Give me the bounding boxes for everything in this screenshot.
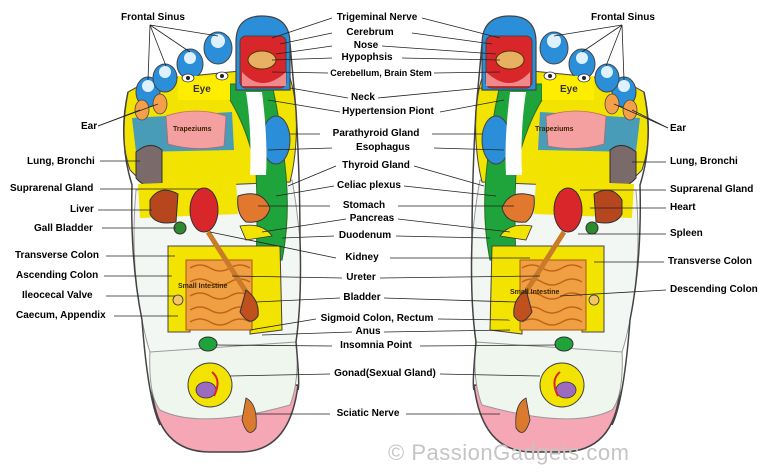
label-frontal-sinus-left: Frontal Sinus [121,12,185,23]
label-liver: Liver [70,204,94,215]
label-kidney: Kidney [345,252,379,263]
label-nose: Nose [353,40,379,51]
label-bladder: Bladder [343,292,381,303]
inner-label-small-intestine-right: Small Intestine [510,289,560,296]
label-lung-bronchi-left: Lung, Bronchi [27,156,95,167]
label-cerebellum-brain-stem: Cerebellum, Brain Stem [330,68,432,78]
leader-lines [97,17,669,415]
label-caecum-appendix: Caecum, Appendix [16,310,106,321]
label-sigmoid-colon-rectum: Sigmoid Colon, Rectum [320,313,434,324]
label-lung-bronchi-right: Lung, Bronchi [670,156,738,167]
label-descending-colon: Descending Colon [670,284,758,295]
label-suprarenal-gland-left: Suprarenal Gland [10,183,94,194]
inner-label-trapeziums-right: Trapeziums [535,126,574,133]
label-suprarenal-gland-right: Suprarenal Gland [670,184,754,195]
label-heart: Heart [670,202,696,213]
label-stomach: Stomach [342,200,386,211]
label-hypertension-point: Hypertension Piont [342,106,434,117]
label-gonad: Gonad(Sexual Gland) [334,368,436,379]
inner-label-small-intestine-left: Small Intestine [178,283,228,290]
label-frontal-sinus-right: Frontal Sinus [591,12,655,23]
label-transverse-colon-left: Transverse Colon [15,250,99,261]
label-celiac-plexus: Celiac plexus [337,180,401,191]
label-thyroid-gland: Thyroid Gland [342,160,410,171]
label-anus: Anus [355,326,381,337]
label-gall-bladder: Gall Bladder [34,223,93,234]
label-ascending-colon: Ascending Colon [16,270,99,281]
inner-label-eye-right: Eye [560,84,578,95]
label-cerebrum: Cerebrum [346,27,394,38]
inner-label-trapeziums-left: Trapeziums [173,126,212,133]
label-ileocecal-valve: Ileocecal Valve [22,290,93,301]
label-ear-right: Ear [670,123,687,134]
label-esophagus: Esophagus [356,142,410,153]
label-parathyroid-gland: Parathyroid Gland [332,128,420,139]
label-ureter: Ureter [346,272,376,283]
watermark: © PassionGadgets.com [388,440,630,465]
label-transverse-colon-right: Transverse Colon [668,256,752,267]
right-foot [123,16,300,452]
label-ear-left: Ear [81,121,98,132]
label-hypophsis: Hypophsis [341,52,393,63]
inner-label-eye-left: Eye [193,84,211,95]
label-duodenum: Duodenum [338,230,392,241]
label-sciatic-nerve: Sciatic Nerve [336,408,400,419]
label-spleen: Spleen [670,228,703,239]
label-neck: Neck [351,92,375,103]
left-foot-shape [123,16,300,452]
label-insomnia-point: Insomnia Point [340,340,412,351]
label-pancreas: Pancreas [349,213,395,224]
label-trigeminal-nerve: Trigeminal Nerve [336,12,418,23]
